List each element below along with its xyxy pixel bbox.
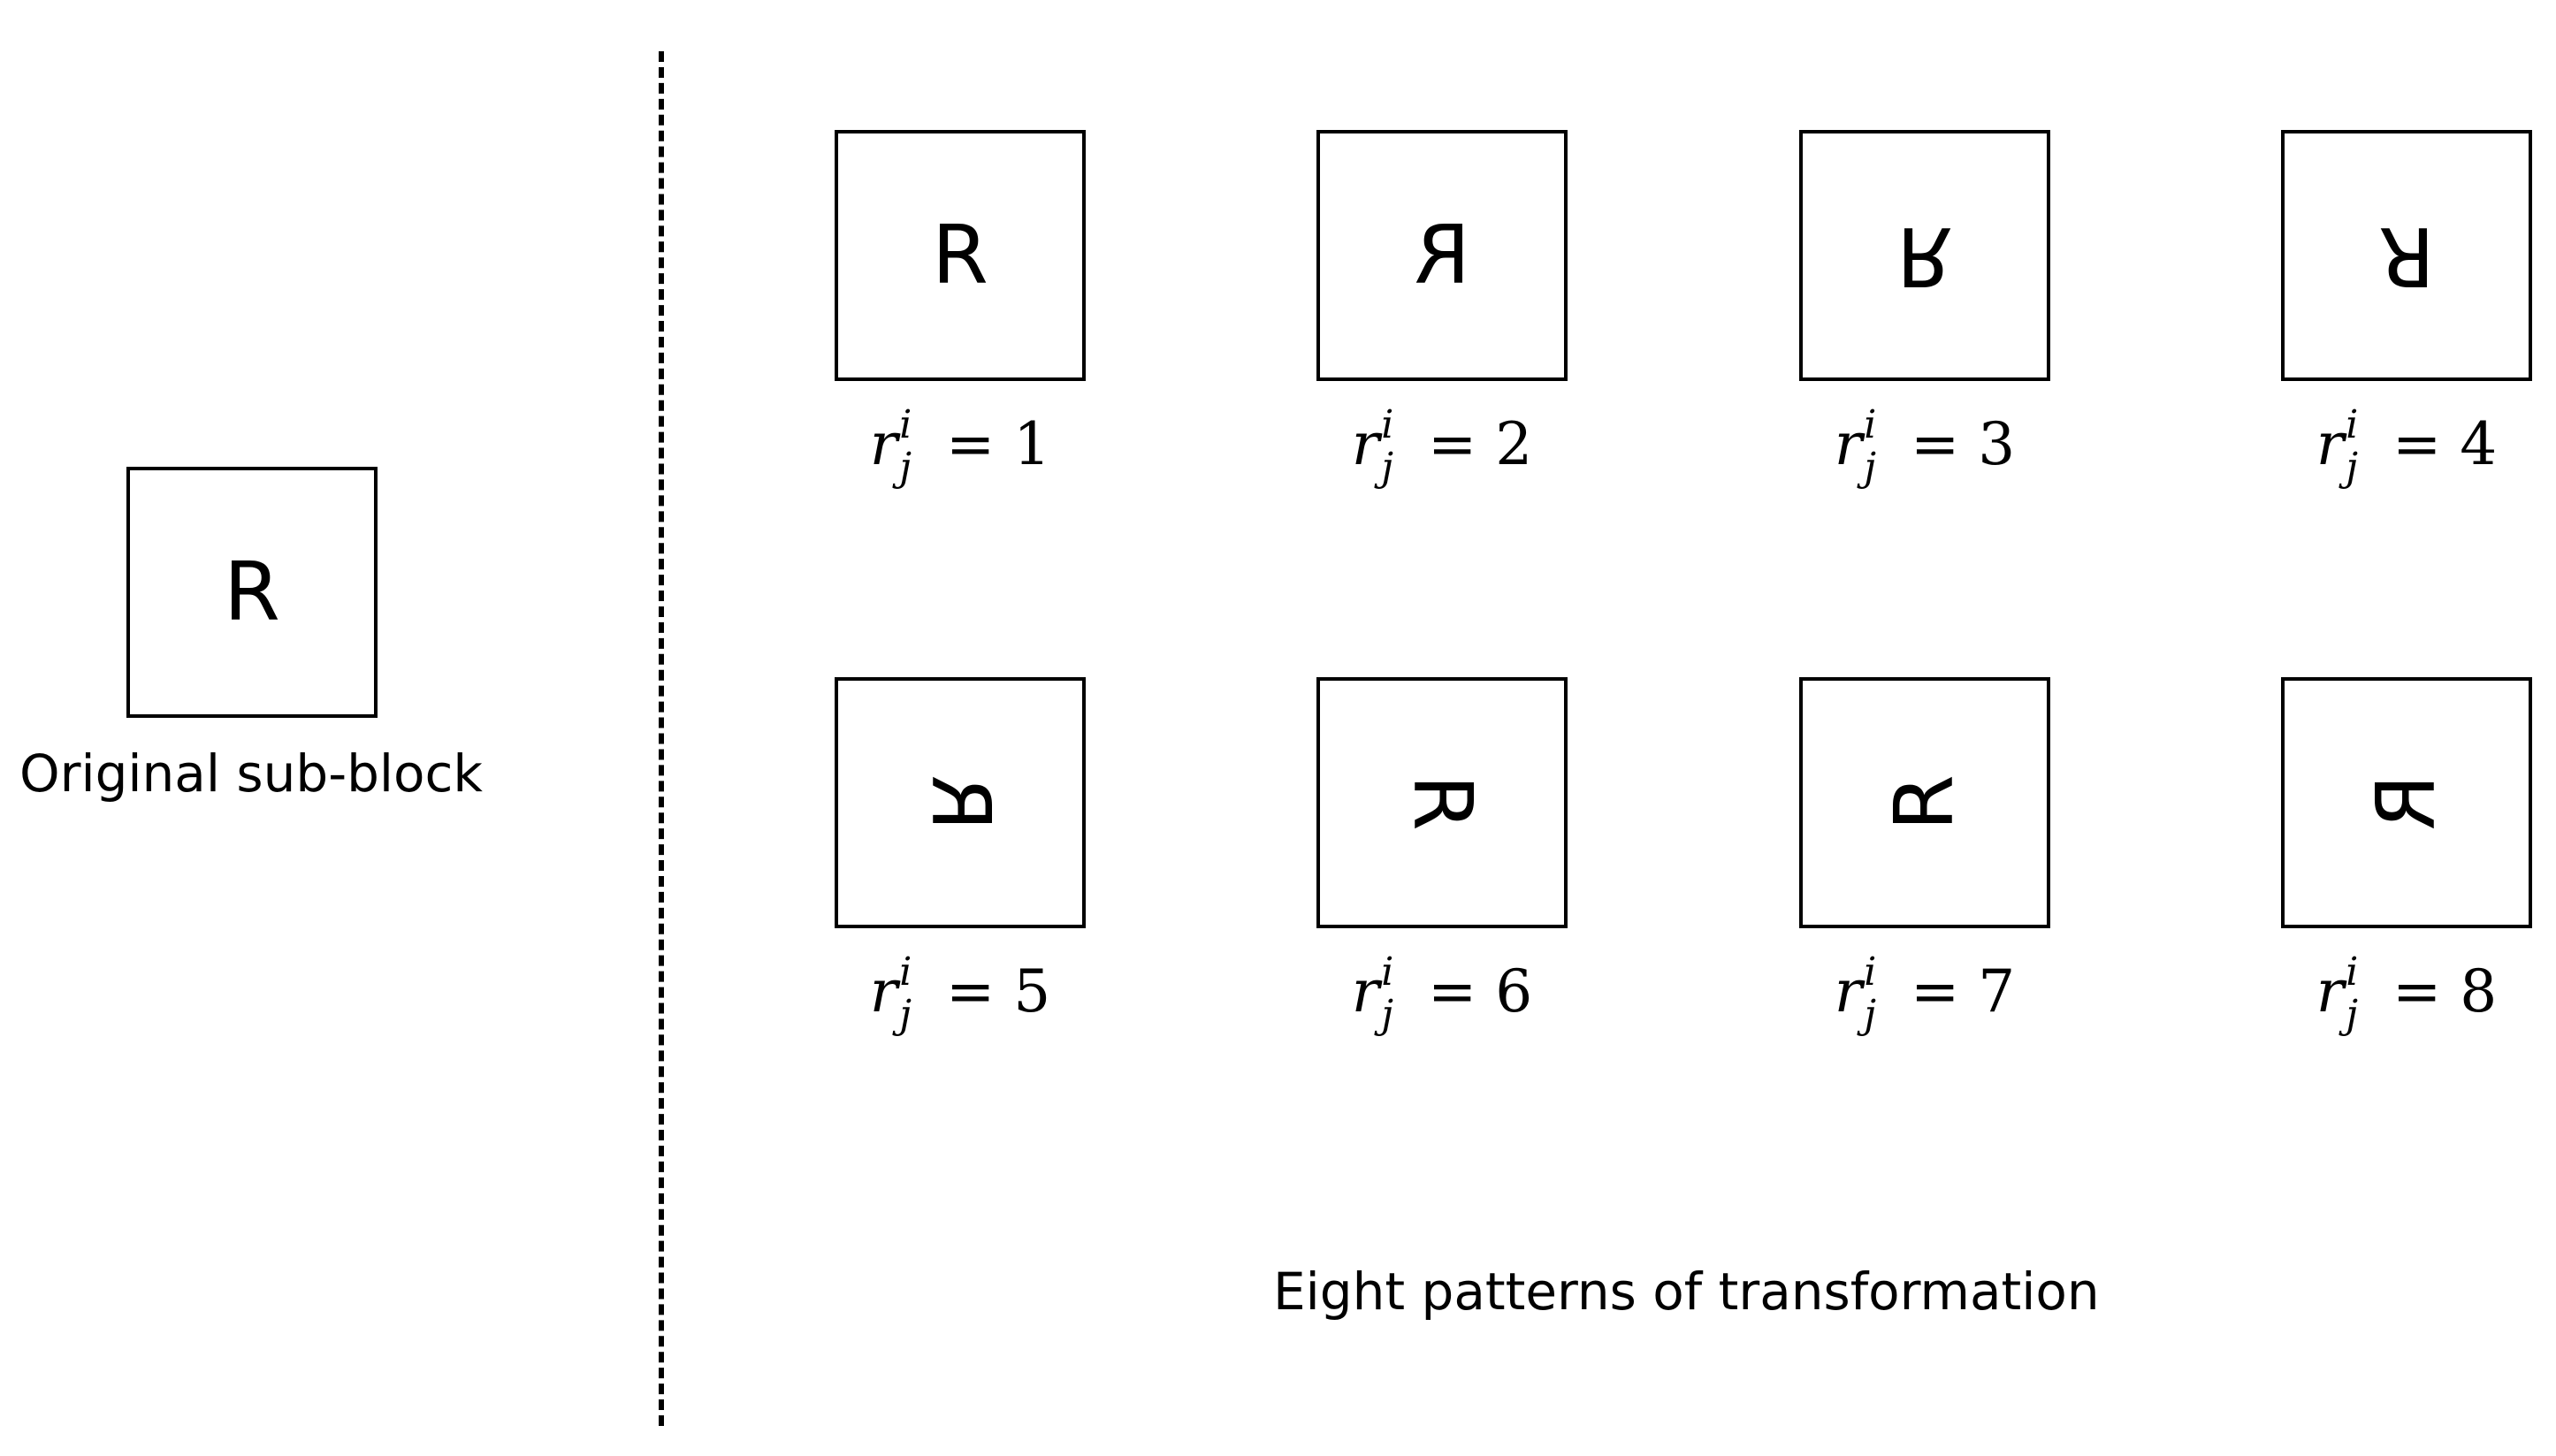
label-sup: i [1864,402,1877,447]
label-value: = 2 [1409,410,1533,478]
pattern-box-6: R [1316,677,1568,928]
label-var: r [1834,410,1863,478]
pattern-glyph-8: R [2359,774,2453,831]
label-sub: j [1864,992,1877,1037]
label-sup: i [2346,402,2359,447]
original-caption: Original sub-block [19,743,484,804]
pattern-box-1: R [835,130,1086,381]
original-sub-block: R [126,467,378,718]
label-sub: j [2346,992,2359,1037]
label-value: = 1 [927,410,1051,478]
pattern-glyph-2: R [1414,208,1470,302]
label-var: r [869,957,898,1025]
pattern-box-7: R [1799,677,2050,928]
label-sub: j [1381,992,1394,1037]
label-var: r [1834,957,1863,1025]
pattern-label-6: rij = 6 [1316,953,1568,1034]
pattern-glyph-7: R [1877,774,1972,831]
pattern-label-4: rij = 4 [2281,406,2532,487]
pattern-glyph-5: R [913,774,1008,831]
label-var: r [2316,957,2345,1025]
label-sup: i [2346,949,2359,995]
pattern-glyph-6: R [1395,774,1490,831]
pattern-label-3: rij = 3 [1799,406,2050,487]
label-var: r [1351,957,1380,1025]
label-sup: i [1381,402,1394,447]
label-value: = 6 [1409,957,1533,1025]
label-value: = 4 [2374,410,2498,478]
label-var: r [869,410,898,478]
label-value: = 7 [1892,957,2016,1025]
label-sub: j [899,445,912,490]
dashed-divider [659,51,664,1426]
label-value: = 8 [2374,957,2498,1025]
pattern-box-2: R [1316,130,1568,381]
label-var: r [2316,410,2345,478]
pattern-glyph-4: R [2378,209,2435,303]
pattern-glyph-1: R [932,208,988,302]
pattern-label-2: rij = 2 [1316,406,1568,487]
label-sup: i [899,949,912,995]
pattern-label-5: rij = 5 [835,953,1086,1034]
label-sub: j [2346,445,2359,490]
pattern-box-5: R [835,677,1086,928]
label-sub: j [1381,445,1394,490]
pattern-box-3: R [1799,130,2050,381]
patterns-caption: Eight patterns of transformation [1273,1262,2100,1322]
label-sup: i [1864,949,1877,995]
pattern-label-1: rij = 1 [835,406,1086,487]
pattern-box-4: R [2281,130,2532,381]
label-value: = 3 [1892,410,2016,478]
pattern-glyph-3: R [1896,209,1953,303]
label-sup: i [899,402,912,447]
pattern-label-7: rij = 7 [1799,953,2050,1034]
original-glyph: R [224,545,280,639]
pattern-label-8: rij = 8 [2281,953,2532,1034]
label-var: r [1351,410,1380,478]
label-sup: i [1381,949,1394,995]
label-sub: j [1864,445,1877,490]
pattern-box-8: R [2281,677,2532,928]
label-value: = 5 [927,957,1051,1025]
label-sub: j [899,992,912,1037]
